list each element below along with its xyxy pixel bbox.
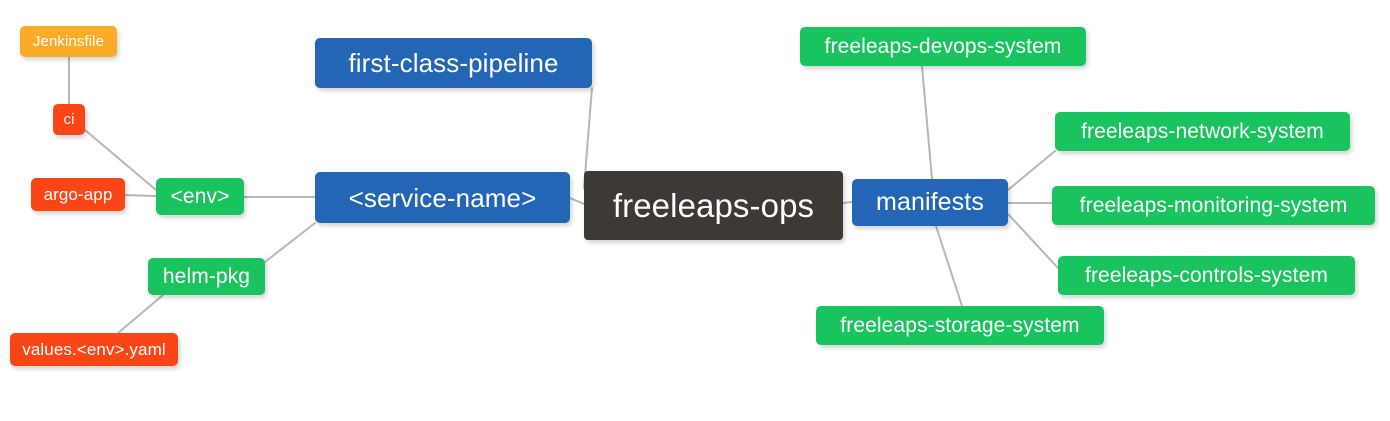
edge-env-to-argo-app	[124, 194, 157, 197]
node-label: freeleaps-network-system	[1081, 120, 1324, 143]
node-label: freeleaps-devops-system	[824, 35, 1062, 58]
mindmap-node-values-env-yaml[interactable]: values.<env>.yaml	[10, 333, 178, 366]
edge-manifests-to-freeleaps-controls-system	[1007, 213, 1059, 269]
edge-service-name-to-helm-pkg	[264, 222, 316, 263]
mindmap-node-freeleaps-network-system[interactable]: freeleaps-network-system	[1055, 112, 1350, 151]
mindmap-node-argo-app[interactable]: argo-app	[31, 178, 125, 211]
node-label: manifests	[876, 188, 984, 216]
mindmap-node-freeleaps-controls-system[interactable]: freeleaps-controls-system	[1058, 256, 1355, 295]
edge-helm-pkg-to-values-env-yaml	[117, 294, 164, 334]
node-label: freeleaps-storage-system	[840, 314, 1080, 337]
edge-manifests-to-freeleaps-storage-system	[935, 225, 963, 307]
mindmap-node-manifests[interactable]: manifests	[852, 179, 1008, 226]
edge-manifests-to-freeleaps-devops-system	[921, 65, 933, 180]
mindmap-node-freeleaps-ops[interactable]: freeleaps-ops	[584, 171, 843, 240]
mindmap-node-freeleaps-monitoring-system[interactable]: freeleaps-monitoring-system	[1052, 186, 1375, 225]
node-label: values.<env>.yaml	[22, 340, 166, 359]
edge-freeleaps-ops-to-manifests	[842, 201, 853, 204]
edge-manifests-to-freeleaps-network-system	[1007, 150, 1056, 191]
mindmap-node-ci[interactable]: ci	[53, 104, 85, 135]
mindmap-node-jenkinsfile[interactable]: Jenkinsfile	[20, 26, 117, 57]
node-label: first-class-pipeline	[348, 48, 559, 78]
node-label: <env>	[170, 185, 230, 208]
mindmap-node-env[interactable]: <env>	[156, 178, 244, 215]
mindmap-node-first-class-pipeline[interactable]: first-class-pipeline	[315, 38, 592, 88]
mindmap-node-helm-pkg[interactable]: helm-pkg	[148, 258, 265, 295]
mindmap-node-service-name[interactable]: <service-name>	[315, 172, 570, 223]
node-label: <service-name>	[348, 182, 537, 213]
node-label: helm-pkg	[162, 265, 251, 288]
node-label: freeleaps-monitoring-system	[1079, 194, 1348, 217]
node-label: freeleaps-controls-system	[1085, 264, 1328, 287]
node-label: argo-app	[43, 185, 113, 204]
mindmap-node-freeleaps-storage-system[interactable]: freeleaps-storage-system	[816, 306, 1104, 345]
node-label: freeleaps-ops	[612, 187, 815, 224]
node-label: Jenkinsfile	[32, 33, 105, 50]
edge-freeleaps-ops-to-service-name	[569, 197, 585, 205]
node-label: ci	[63, 111, 75, 128]
mindmap-node-freeleaps-devops-system[interactable]: freeleaps-devops-system	[800, 27, 1086, 66]
